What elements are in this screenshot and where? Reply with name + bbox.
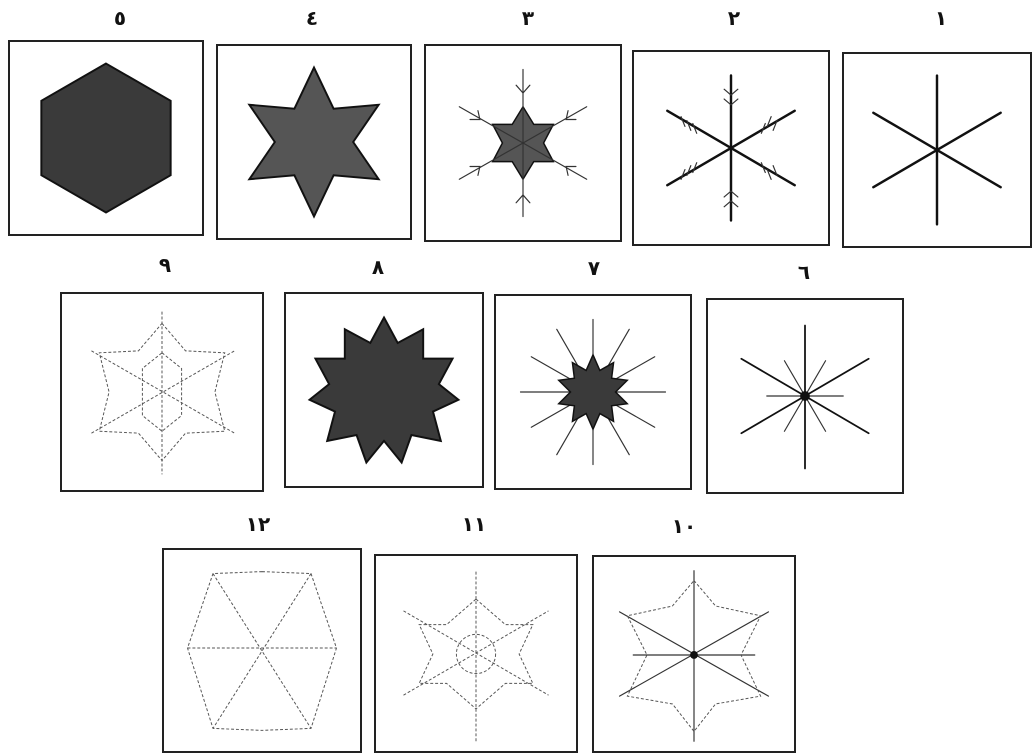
panel-label-5: ٥: [100, 8, 140, 28]
panel-3-star-rays: [424, 44, 622, 242]
hexagon-crystal: [41, 64, 170, 213]
twelve-point-star-crystal: [310, 318, 459, 463]
panel-label-12: ١٢: [238, 514, 278, 534]
panel-2-barbed-star: [632, 50, 830, 246]
panel-4-star: [216, 44, 412, 240]
panel-8-twelve-point-star: [284, 292, 484, 488]
panel-10-fern-snowflake: [592, 555, 796, 753]
panel-1-line-star: [842, 52, 1032, 248]
panel-9-outlined-dendrite: [60, 292, 264, 492]
panel-6-twelve-line-star: [706, 298, 904, 494]
panel-7-spiky-star: [494, 294, 692, 490]
panel-label-1: ١: [921, 8, 961, 28]
panel-label-4: ٤: [292, 8, 332, 28]
panel-5-hexagon: [8, 40, 204, 236]
six-point-star-crystal: [249, 68, 378, 217]
panel-label-9: ٩: [145, 255, 185, 275]
panel-label-6: ٦: [784, 262, 824, 282]
panel-label-8: ٨: [358, 257, 398, 277]
panel-label-3: ٣: [508, 8, 548, 28]
panel-11-sectored-snowflake: [374, 554, 578, 753]
panel-label-2: ٢: [714, 8, 754, 28]
panel-12-hexagonal-plate: [162, 548, 362, 753]
panel-label-11: ١١: [454, 514, 494, 534]
panel-label-7: ٧: [574, 258, 614, 278]
panel-label-10: ١٠: [664, 516, 704, 536]
